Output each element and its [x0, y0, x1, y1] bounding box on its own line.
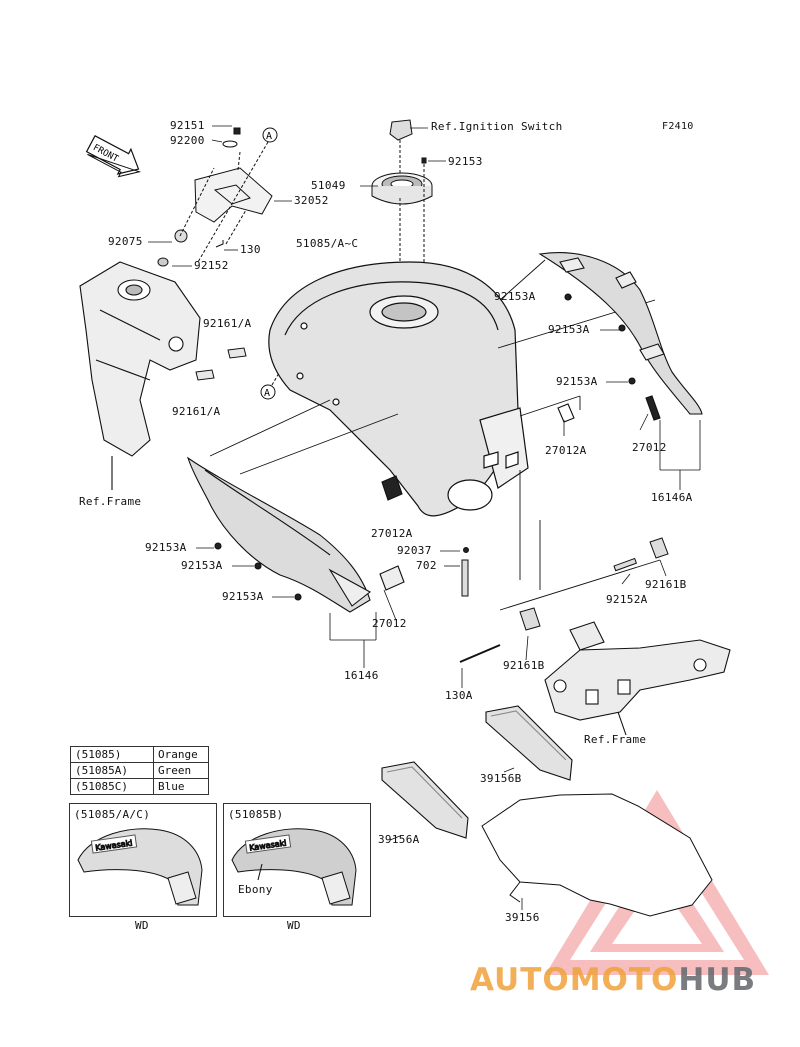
frame-right: [544, 621, 731, 736]
part-92161a-lower: 92161/A: [172, 405, 221, 418]
variant-box-title: (51085/A/C): [74, 808, 151, 821]
part-16146a: 16146A: [651, 491, 693, 504]
color-code: (51085): [70, 746, 154, 763]
part-92152a: 92152A: [606, 593, 648, 606]
color-name: Blue: [153, 778, 209, 795]
part-92075: 92075: [108, 235, 143, 248]
variant-box-51085-a-c: (51085/A/C): [69, 803, 217, 917]
part-92153a-l2: 92153A: [181, 559, 223, 572]
pad-39156a: [381, 761, 469, 839]
color-name: Green: [153, 762, 209, 779]
ref-frame-left: Ref.Frame: [79, 495, 142, 508]
part-27012-right: 27012: [632, 441, 667, 454]
part-92153a-l3: 92153A: [222, 590, 264, 603]
watermark-text: AUTOMOTOHUB: [470, 962, 756, 998]
part-32052: 32052: [294, 194, 329, 207]
svg-text:A: A: [264, 388, 270, 399]
rubber-92161a: [195, 347, 247, 381]
watermark-part1: AUTOMOTO: [470, 962, 679, 998]
fuel-tank-51085: [268, 261, 529, 517]
part-27012a-right: 27012A: [545, 444, 587, 457]
figure-code: F2410: [662, 121, 694, 132]
front-arrow-icon: FRONT: [85, 134, 142, 178]
bolts: [459, 537, 669, 663]
part-39156a: 39156A: [378, 833, 420, 846]
side-cover-left-16146: [186, 456, 405, 613]
part-92161a-upper: 92161/A: [203, 317, 252, 330]
part-92153a-r1: 92153A: [494, 290, 536, 303]
variant-box-51085b: (51085B) Ebony: [223, 803, 371, 917]
part-130: 130: [240, 243, 261, 256]
color-row: (51085C) Blue: [70, 778, 209, 795]
part-92037: 92037: [397, 544, 432, 557]
watermark-part2: HUB: [678, 962, 757, 998]
color-name: Orange: [153, 746, 209, 763]
color-code: (51085C): [70, 778, 154, 795]
part-92153a-l1: 92153A: [145, 541, 187, 554]
variant-caption-wd-2: WD: [287, 919, 301, 932]
part-92151: 92151: [170, 119, 205, 132]
part-92153a-r3: 92153A: [556, 375, 598, 388]
part-130a: 130A: [445, 689, 473, 702]
ref-frame-right: Ref.Frame: [584, 733, 647, 746]
callout-a-tank: A: [260, 343, 297, 400]
leader-lines: [148, 125, 701, 910]
variant-illustration-2: Kawasaki: [231, 828, 357, 906]
part-92153-top: 92153: [448, 155, 483, 168]
part-92161b-center: 92161B: [503, 659, 545, 672]
svg-text:A: A: [266, 131, 272, 142]
side-cover-right-16146a: [538, 252, 703, 423]
frame-left: [79, 261, 201, 490]
variant-box-title: (51085B): [228, 808, 284, 821]
color-row: (51085) Orange: [70, 746, 209, 763]
part-39156: 39156: [505, 911, 540, 924]
part-92152: 92152: [194, 259, 229, 272]
part-51049: 51049: [311, 179, 346, 192]
variant-caption-wd-1: WD: [135, 919, 149, 932]
part-51085: 51085/A~C: [296, 237, 359, 250]
pad-39156: [481, 793, 713, 917]
ref-ignition-switch: Ref.Ignition Switch: [431, 120, 563, 133]
part-702: 702: [416, 559, 437, 572]
color-code: (51085A): [70, 762, 154, 779]
callout-a-top: A: [197, 127, 278, 263]
variant-note-ebony: Ebony: [238, 883, 273, 896]
fuel-cap-51049: [371, 119, 433, 300]
part-16146: 16146: [344, 669, 379, 682]
bracket-32052: [157, 127, 273, 267]
part-92161b-right: 92161B: [645, 578, 687, 591]
part-92200: 92200: [170, 134, 205, 147]
variant-illustration-1: Kawasaki: [77, 828, 203, 906]
part-92153a-r2: 92153A: [548, 323, 590, 336]
pad-39156b: [485, 705, 573, 781]
color-row: (51085A) Green: [70, 762, 209, 779]
part-27012a-center: 27012A: [371, 527, 413, 540]
color-table: (51085) Orange (51085A) Green (51085C) B…: [70, 746, 209, 795]
part-27012-center: 27012: [372, 617, 407, 630]
part-39156b: 39156B: [480, 772, 522, 785]
